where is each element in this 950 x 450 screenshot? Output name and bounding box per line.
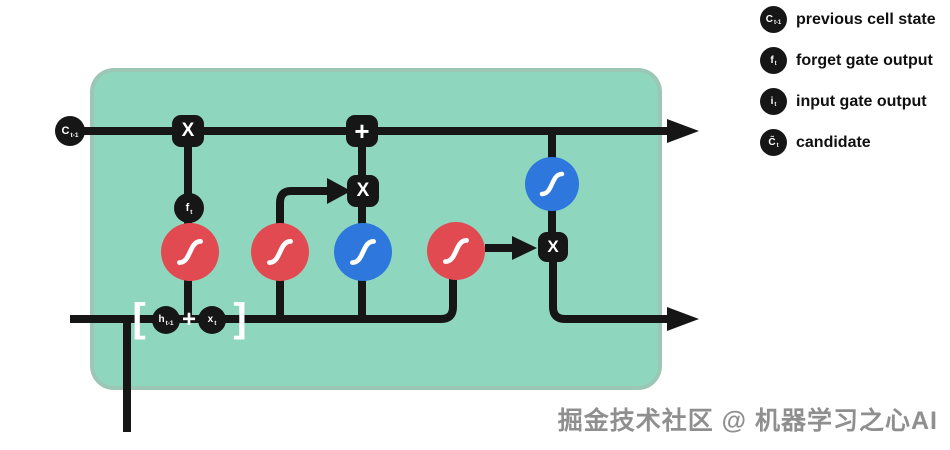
node-label: f: [185, 201, 190, 214]
node-label-sub: t-1: [70, 131, 79, 139]
node-label-sub: t: [190, 208, 193, 216]
forget-gate-sigmoid: [161, 223, 219, 281]
watermark: 掘金技术社区 @ 机器学习之心AI: [557, 407, 938, 435]
legend-label: forget gate output: [796, 51, 933, 69]
bracket-close-label: ]: [233, 296, 247, 340]
sigmoid-icon: [177, 239, 203, 265]
legend-symbol-sub: t-1: [773, 20, 782, 26]
bracket-open-label: [: [132, 296, 146, 340]
legend-symbol: C̃t: [760, 129, 787, 156]
input-gate-sigmoid: [251, 223, 309, 281]
sigmoid-icon: [443, 238, 469, 264]
multiply-icon: X: [356, 180, 370, 201]
input-gate-elbow-wire: [276, 187, 330, 252]
node-label-sub: t: [214, 319, 217, 327]
node-label: C: [61, 124, 70, 137]
legend-symbol-sub: t: [776, 143, 779, 149]
plus-icon: +: [181, 306, 196, 333]
candidate-multiply-op: X: [347, 175, 379, 207]
plus-icon: +: [354, 115, 370, 146]
node-label-sub: t-1: [165, 319, 174, 327]
output-multiply-op: X: [538, 232, 568, 262]
cell-state-arrowhead-icon: [667, 119, 699, 143]
hidden-state-wire: [549, 255, 672, 323]
sigmoid-icon: [539, 171, 565, 197]
candidate-tanh: [334, 223, 392, 281]
sigmoid-icon: [350, 239, 376, 265]
forget-multiply-op: X: [172, 115, 204, 147]
output-tanh: [525, 157, 579, 211]
legend-symbol-label: f: [770, 54, 774, 66]
candidate-mul-arrowhead-icon: [327, 178, 351, 204]
node-label: x: [207, 314, 214, 325]
legend-label: previous cell state: [796, 10, 936, 28]
legend-label: candidate: [796, 133, 871, 151]
multiply-icon: X: [547, 237, 559, 256]
legend-symbol-sub: t: [774, 61, 777, 67]
legend-item-candidate: C̃t candidate: [760, 129, 936, 156]
concat-bottom-wire: [70, 278, 457, 323]
legend-symbol-label: i: [770, 95, 774, 107]
output-mul-arrowhead-icon: [512, 236, 537, 260]
output-gate-sigmoid: [427, 222, 485, 280]
add-op: +: [346, 115, 378, 147]
sigmoid-icon: [267, 239, 293, 265]
legend-symbol-label: C̃: [768, 136, 776, 148]
legend-label: input gate output: [796, 92, 927, 110]
multiply-icon: X: [181, 120, 195, 141]
bracket-open: [: [127, 296, 151, 342]
hidden-state-arrowhead-icon: [667, 307, 699, 331]
node-label: h: [158, 314, 165, 325]
concat-plus: +: [177, 306, 201, 334]
bracket-close: ]: [228, 296, 252, 342]
legend-symbol-label: C: [765, 13, 773, 25]
legend-symbol-sub: t: [774, 102, 777, 108]
